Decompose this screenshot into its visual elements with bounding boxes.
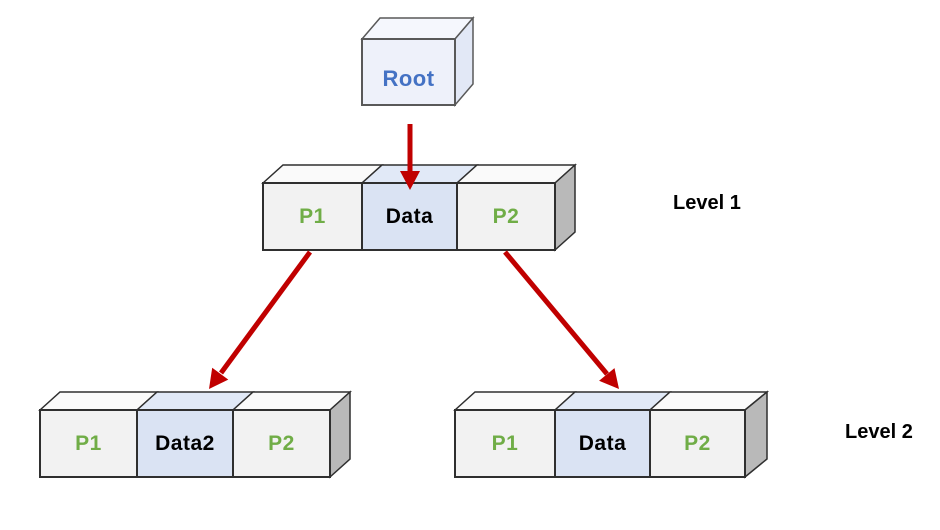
level1-p1-cell [262, 182, 363, 251]
level2-right-p1-cell [454, 409, 556, 478]
level1-data-cell [361, 182, 458, 251]
arrow-level1-to-level2-right [503, 250, 619, 389]
root-box-front-face [361, 38, 456, 106]
level2-left-p2-cell [232, 409, 331, 478]
arrow-root-to-level1 [400, 124, 420, 190]
root-box [360, 15, 475, 108]
level1-label: Level 1 [673, 192, 741, 214]
level1-node [261, 163, 577, 252]
level2-label: Level 2 [845, 421, 913, 443]
arrow-shaft [218, 250, 313, 375]
level2-left-node [38, 390, 352, 479]
root-box-top-face [360, 17, 475, 40]
level2-right-p2-cell [649, 409, 746, 478]
arrow-head-icon [599, 368, 619, 389]
arrow-shaft [503, 250, 609, 376]
level1-p2-cell [456, 182, 556, 251]
arrow-head-icon [209, 367, 229, 389]
level2-left-p1-cell [39, 409, 138, 478]
level2-left-data-cell [136, 409, 234, 478]
level2-right-data-cell [554, 409, 651, 478]
arrow-level1-to-level2-left [209, 250, 313, 389]
level2-right-node [453, 390, 770, 479]
arrow-head-icon [400, 171, 420, 190]
